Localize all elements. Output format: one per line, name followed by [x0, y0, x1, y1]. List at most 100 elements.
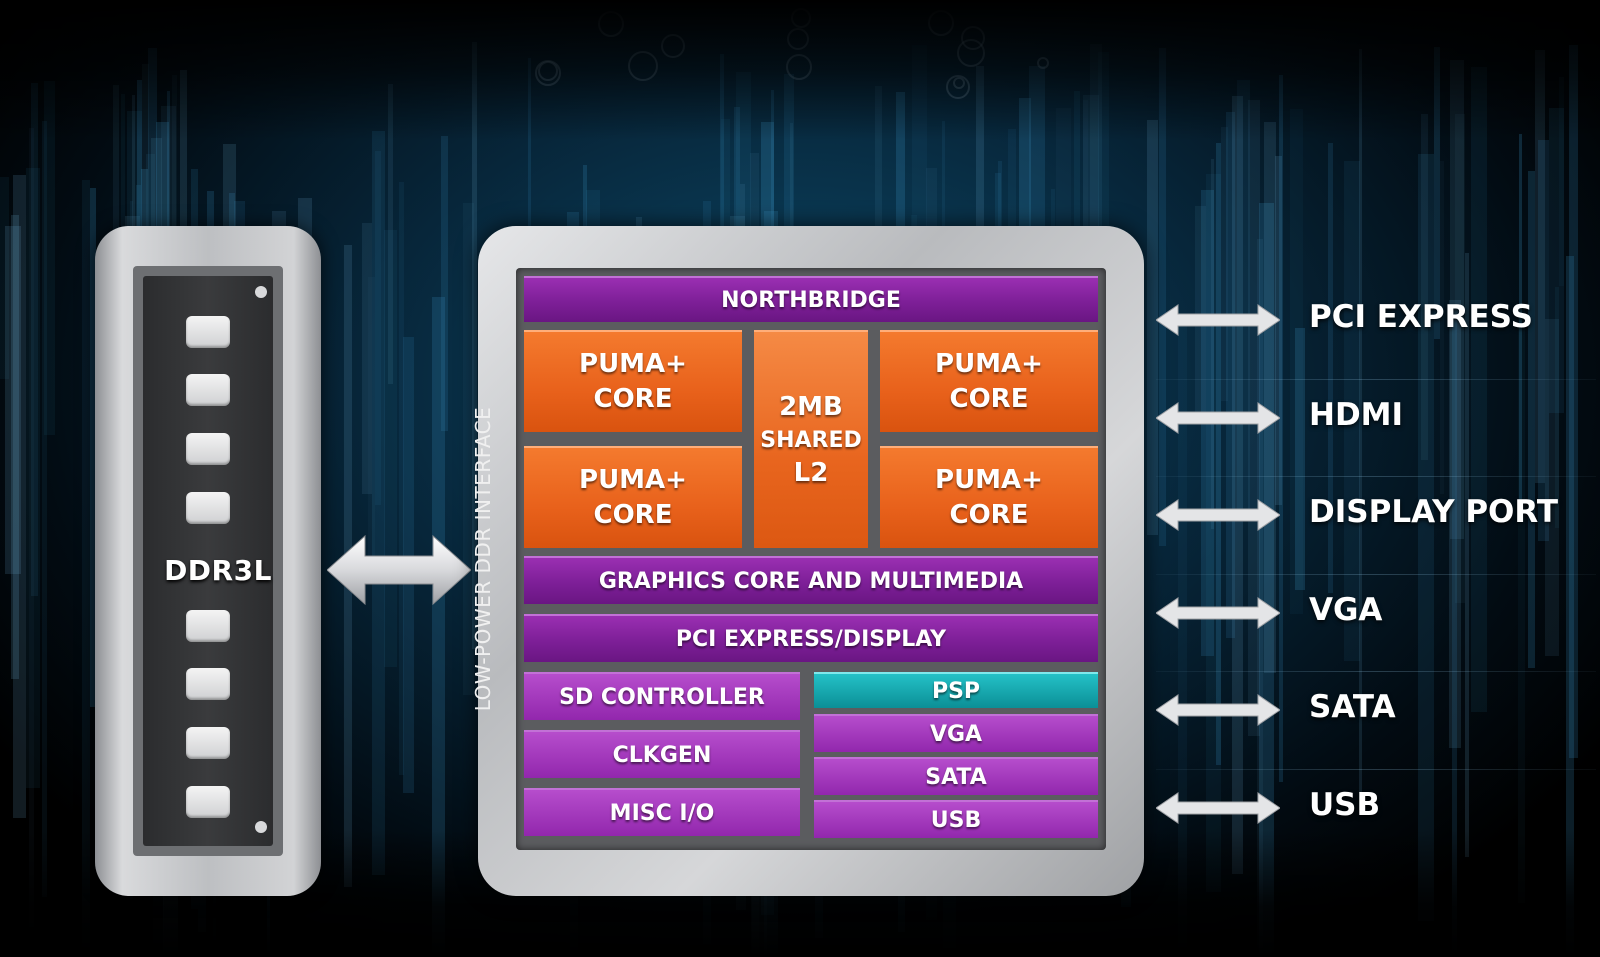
- port-divider: [1156, 671, 1596, 672]
- background-bar: [1519, 134, 1522, 522]
- core-label: CORE: [949, 500, 1029, 530]
- background-bar: [1528, 171, 1535, 668]
- background-bar: [1359, 49, 1362, 810]
- vga-block: VGA: [814, 714, 1098, 752]
- background-bar: [1566, 256, 1574, 957]
- graphics-block: GRAPHICS CORE AND MULTIMEDIA: [524, 556, 1098, 604]
- io-port-label: PCI EXPRESS: [1309, 299, 1533, 335]
- io-port-sata: SATA: [1156, 679, 1596, 739]
- background-bar: [375, 151, 381, 505]
- memory-pad: [186, 492, 230, 524]
- cache-label: L2: [793, 458, 829, 488]
- memory-pad: [186, 433, 230, 465]
- background-bar: [1259, 203, 1274, 957]
- background-bar: [0, 177, 9, 379]
- background-bar: [1147, 120, 1158, 535]
- background-bar: [399, 182, 404, 775]
- ddr3l-module: DDR3L: [95, 226, 321, 896]
- sata-block: SATA: [814, 757, 1098, 795]
- background-bar: [1440, 161, 1444, 494]
- background-bar: [976, 66, 984, 350]
- background-bar: [1178, 326, 1187, 957]
- bidirectional-arrow-icon: [1156, 402, 1280, 434]
- apu-package: LOW-POWER DDR INTERFACE NORTHBRIDGE PUMA…: [471, 226, 1144, 896]
- usb-block: USB: [814, 800, 1098, 838]
- core-label: PUMA+: [579, 465, 687, 495]
- background-bar: [90, 188, 96, 707]
- background-bar: [388, 84, 393, 384]
- background-bar: [82, 180, 90, 957]
- background-bar: [1450, 60, 1464, 539]
- clkgen-block: CLKGEN: [524, 730, 800, 778]
- memory-pad: [186, 668, 230, 700]
- ddr3l-chip: DDR3L: [143, 276, 273, 846]
- background-bar: [1455, 114, 1465, 603]
- background-bar: [121, 94, 125, 325]
- background-bar: [26, 168, 40, 788]
- background-bar: [441, 136, 448, 431]
- core-label: CORE: [593, 500, 673, 530]
- background-bar: [1344, 161, 1360, 661]
- background-bar: [362, 223, 372, 494]
- background-bar: [1518, 304, 1525, 903]
- background-bar: [1449, 300, 1461, 748]
- background-bar: [463, 203, 474, 695]
- background-bar: [1264, 122, 1276, 673]
- port-divider: [1156, 379, 1596, 380]
- background-bar: [1418, 154, 1434, 921]
- io-port-label: DISPLAY PORT: [1309, 494, 1559, 530]
- io-port-label: USB: [1309, 787, 1381, 823]
- background-bar: [1221, 127, 1228, 401]
- background-bar: [1434, 47, 1440, 339]
- memory-pad: [186, 374, 230, 406]
- memory-pad: [186, 727, 230, 759]
- background-bar: [1559, 77, 1564, 286]
- background-bar: [1290, 109, 1303, 614]
- background-bar: [5, 226, 21, 574]
- l2-cache-block: 2MB SHARED L2: [754, 330, 868, 548]
- background-bar: [29, 128, 34, 927]
- background-bar: [1257, 239, 1263, 957]
- background-bar: [1555, 287, 1559, 528]
- bidirectional-arrow-icon: [1156, 499, 1280, 531]
- background-bar: [1471, 67, 1487, 712]
- background-bar: [372, 131, 385, 875]
- memory-notch: [255, 286, 267, 298]
- memory-notch: [255, 821, 267, 833]
- port-divider: [1156, 476, 1596, 477]
- cpu-core-block: PUMA+ CORE: [880, 330, 1098, 432]
- port-divider: [1156, 769, 1596, 770]
- ddr3l-board: DDR3L: [133, 266, 283, 856]
- memory-bus-arrow-icon: [327, 534, 471, 606]
- background-bar: [1421, 114, 1428, 460]
- bidirectional-arrow-icon: [1156, 304, 1280, 336]
- background-bar: [44, 81, 55, 435]
- bidirectional-arrow-icon: [1156, 694, 1280, 726]
- sd-controller-block: SD CONTROLLER: [524, 672, 800, 720]
- background-bar: [1211, 159, 1214, 529]
- cache-label: 2MB: [779, 392, 843, 422]
- background-bar: [896, 92, 905, 322]
- core-label: PUMA+: [935, 349, 1043, 379]
- cpu-core-block: PUMA+CORE: [524, 330, 742, 432]
- io-port-usb: USB: [1156, 777, 1596, 837]
- background-bar: [1226, 112, 1235, 638]
- io-port-label: SATA: [1309, 689, 1396, 725]
- port-divider: [1156, 574, 1596, 575]
- pcie-display-block: PCI EXPRESS/DISPLAY: [524, 614, 1098, 662]
- core-label: CORE: [949, 384, 1029, 414]
- io-port-label: HDMI: [1309, 397, 1404, 433]
- background-bar: [1232, 96, 1243, 874]
- background-bar: [1279, 75, 1283, 782]
- background-bar: [1328, 143, 1333, 593]
- background-bar: [1549, 108, 1564, 413]
- ddr3l-label: DDR3L: [164, 554, 272, 587]
- misc-io-block: MISC I/O: [524, 788, 800, 836]
- background-bar: [1569, 45, 1578, 758]
- apu-die: LOW-POWER DDR INTERFACE NORTHBRIDGE PUMA…: [471, 268, 1106, 850]
- background-top-shade: [0, 0, 1600, 140]
- cache-label: SHARED: [760, 428, 862, 453]
- background-bar: [1545, 319, 1559, 656]
- background-bar: [1216, 143, 1221, 765]
- background-bar: [1295, 328, 1305, 590]
